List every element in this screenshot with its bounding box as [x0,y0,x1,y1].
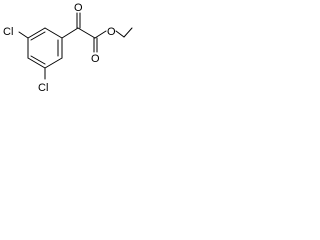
atom-o-ester: O [107,26,116,38]
ring-bond-2 [44,27,63,39]
ring-inner-bond-3 [30,55,46,65]
atom-cl-top: Cl [3,26,13,38]
bond-ester-co-single [94,30,107,39]
ring-bond-5 [27,57,46,69]
ring-bond-4 [44,57,63,69]
bond-o-ch2 [115,30,125,38]
bond-ring-keto [61,27,79,39]
bond-keto-ester [77,27,96,39]
bond-lines [18,12,133,80]
atom-o-ester-carbonyl: O [91,53,100,65]
molecule-drawing: Cl Cl O O O [3,2,133,94]
atom-cl-bottom: Cl [38,82,48,94]
ring-bond-1 [27,27,46,39]
ring-inner-bond-1 [30,31,46,41]
structure-canvas: Cl Cl O O O [0,0,133,99]
atom-o-ketone: O [74,2,83,14]
bond-ch2-ch3 [123,27,133,38]
bond-c3-cl [18,31,29,39]
